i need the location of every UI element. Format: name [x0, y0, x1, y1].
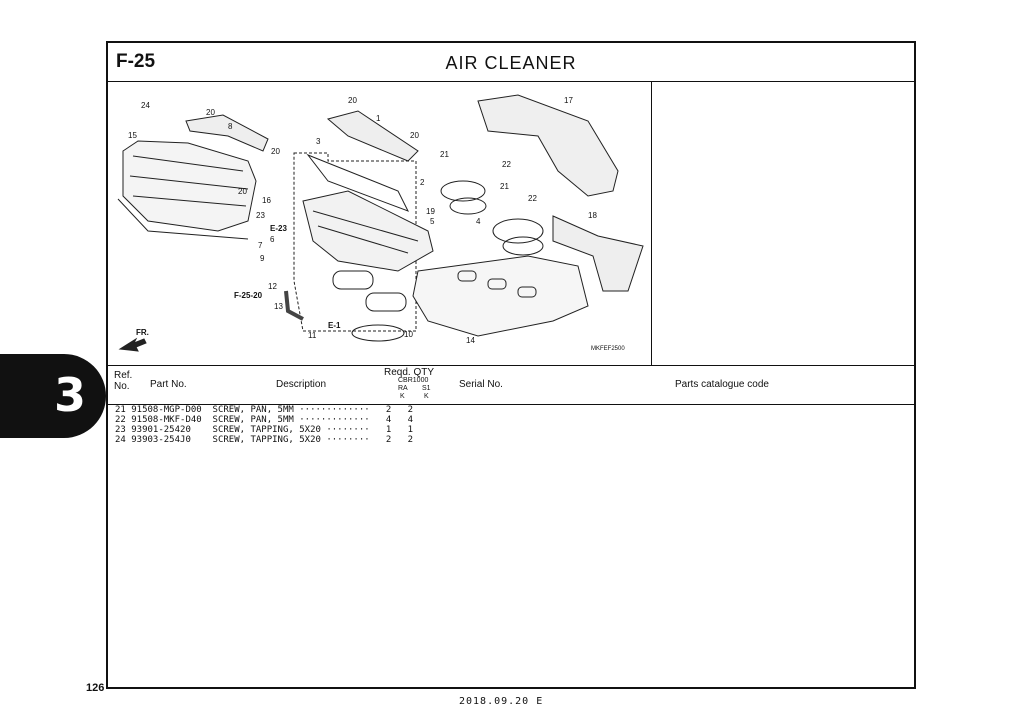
callout-e23: E-23 — [270, 224, 287, 233]
page-header: F-25 AIR CLEANER — [108, 43, 914, 82]
col-ref-no: Ref. No. — [114, 370, 132, 392]
page-title: AIR CLEANER — [445, 53, 577, 73]
callout-3: 3 — [316, 137, 321, 146]
callout-16: 16 — [262, 196, 271, 205]
section-tab: 3 — [0, 354, 106, 438]
col-model: CBR1000 — [398, 377, 429, 384]
callout-20b: 20 — [271, 147, 280, 156]
callout-2: 2 — [420, 178, 425, 187]
callout-22a: 22 — [502, 160, 511, 169]
callout-24: 24 — [141, 101, 150, 110]
callout-14: 14 — [466, 336, 475, 345]
callout-fr: FR. — [136, 328, 149, 337]
col-part-no: Part No. — [150, 379, 187, 390]
callout-7: 7 — [258, 241, 263, 250]
callout-6: 6 — [270, 235, 275, 244]
parts-table-header: Ref. No. Part No. Description Reqd. QTY … — [108, 365, 914, 405]
callout-4: 4 — [476, 217, 481, 226]
parts-list: 21 91508-MGP-D00 SCREW, PAN, 5MM ·······… — [115, 405, 413, 445]
callout-19: 19 — [426, 207, 435, 216]
callout-20a: 20 — [206, 108, 215, 117]
parts-row: 22 91508-MKF-D40 SCREW, PAN, 5MM ·······… — [115, 415, 414, 425]
col-no-label: No. — [114, 381, 130, 392]
parts-page-frame: F-25 AIR CLEANER — [106, 41, 916, 689]
col-ref-label: Ref. — [114, 370, 133, 381]
callout-9: 9 — [260, 254, 265, 263]
col-k1: K — [400, 393, 405, 400]
callout-17: 17 — [564, 96, 573, 105]
callout-e1: E-1 — [328, 321, 341, 330]
callout-11: 11 — [308, 331, 317, 340]
col-variant-ra: RA — [398, 385, 408, 392]
callout-5: 5 — [430, 217, 435, 226]
callout-1: 1 — [376, 114, 381, 123]
exploded-diagram: 24 20 8 15 20 20 1 20 17 3 21 22 20 2 21… — [108, 81, 652, 365]
footer-date: 2018.09.20 E — [459, 696, 544, 707]
section-code: F-25 — [116, 51, 156, 72]
callout-20e: 20 — [238, 187, 247, 196]
diagram-code: MKFEF2500 — [591, 346, 625, 352]
parts-row: 24 93903-254J0 SCREW, TAPPING, 5X20 ····… — [115, 435, 414, 445]
callout-21a: 21 — [440, 150, 449, 159]
callout-23: 23 — [256, 211, 265, 220]
col-variant-s1: S1 — [422, 385, 431, 392]
diagram-drawing: 24 20 8 15 20 20 1 20 17 3 21 22 20 2 21… — [117, 94, 644, 352]
callout-15: 15 — [128, 131, 137, 140]
callout-12: 12 — [268, 282, 277, 291]
callout-f25-20: F-25-20 — [234, 291, 263, 300]
section-tab-number: 3 — [54, 368, 87, 422]
callout-21b: 21 — [500, 182, 509, 191]
callout-13: 13 — [274, 302, 283, 311]
parts-row: 23 93901-25420 SCREW, TAPPING, 5X20 ····… — [115, 425, 414, 435]
callout-22b: 22 — [528, 194, 537, 203]
col-catalogue-code: Parts catalogue code — [675, 379, 769, 390]
page-number: 126 — [86, 682, 105, 694]
callout-18: 18 — [588, 211, 597, 220]
col-description: Description — [276, 379, 327, 390]
col-serial-no: Serial No. — [459, 379, 503, 390]
callout-8: 8 — [228, 122, 233, 131]
callout-20c: 20 — [348, 96, 357, 105]
col-reqd-qty: Reqd. QTY — [384, 367, 435, 378]
callout-20d: 20 — [410, 131, 419, 140]
callout-10: 10 — [404, 330, 413, 339]
col-k2: K — [424, 393, 429, 400]
parts-row: 21 91508-MGP-D00 SCREW, PAN, 5MM ·······… — [115, 405, 414, 415]
